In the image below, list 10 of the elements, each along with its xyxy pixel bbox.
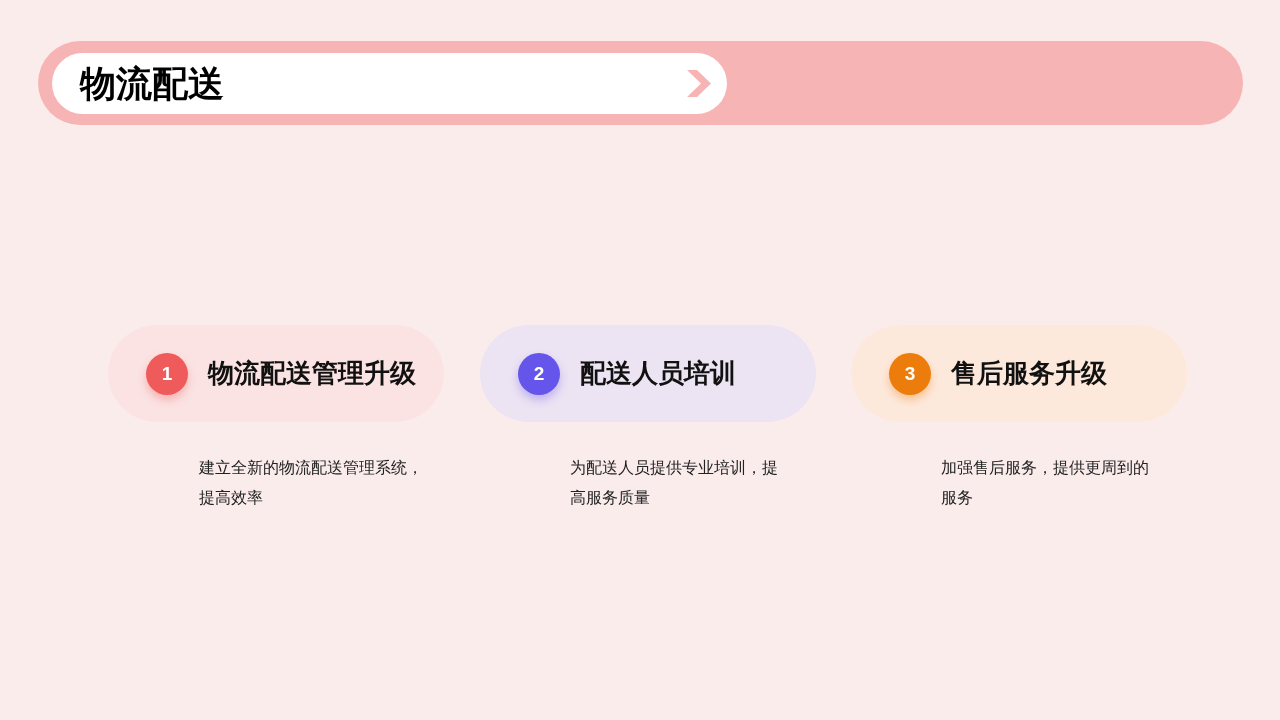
step-heading: 售后服务升级 xyxy=(951,357,1107,390)
step-description: 加强售后服务，提供更周到的服务 xyxy=(941,458,1150,508)
step-description: 为配送人员提供专业培训，提高服务质量 xyxy=(570,458,779,508)
number-circle: 1 xyxy=(146,353,188,395)
step-description: 建立全新的物流配送管理系统，提高效率 xyxy=(199,458,424,508)
number-circle: 2 xyxy=(518,353,560,395)
step-heading: 配送人员培训 xyxy=(580,357,736,390)
step-heading: 物流配送管理升级 xyxy=(208,357,416,390)
number-circle: 3 xyxy=(889,353,931,395)
title: 物流配送 xyxy=(80,62,224,106)
